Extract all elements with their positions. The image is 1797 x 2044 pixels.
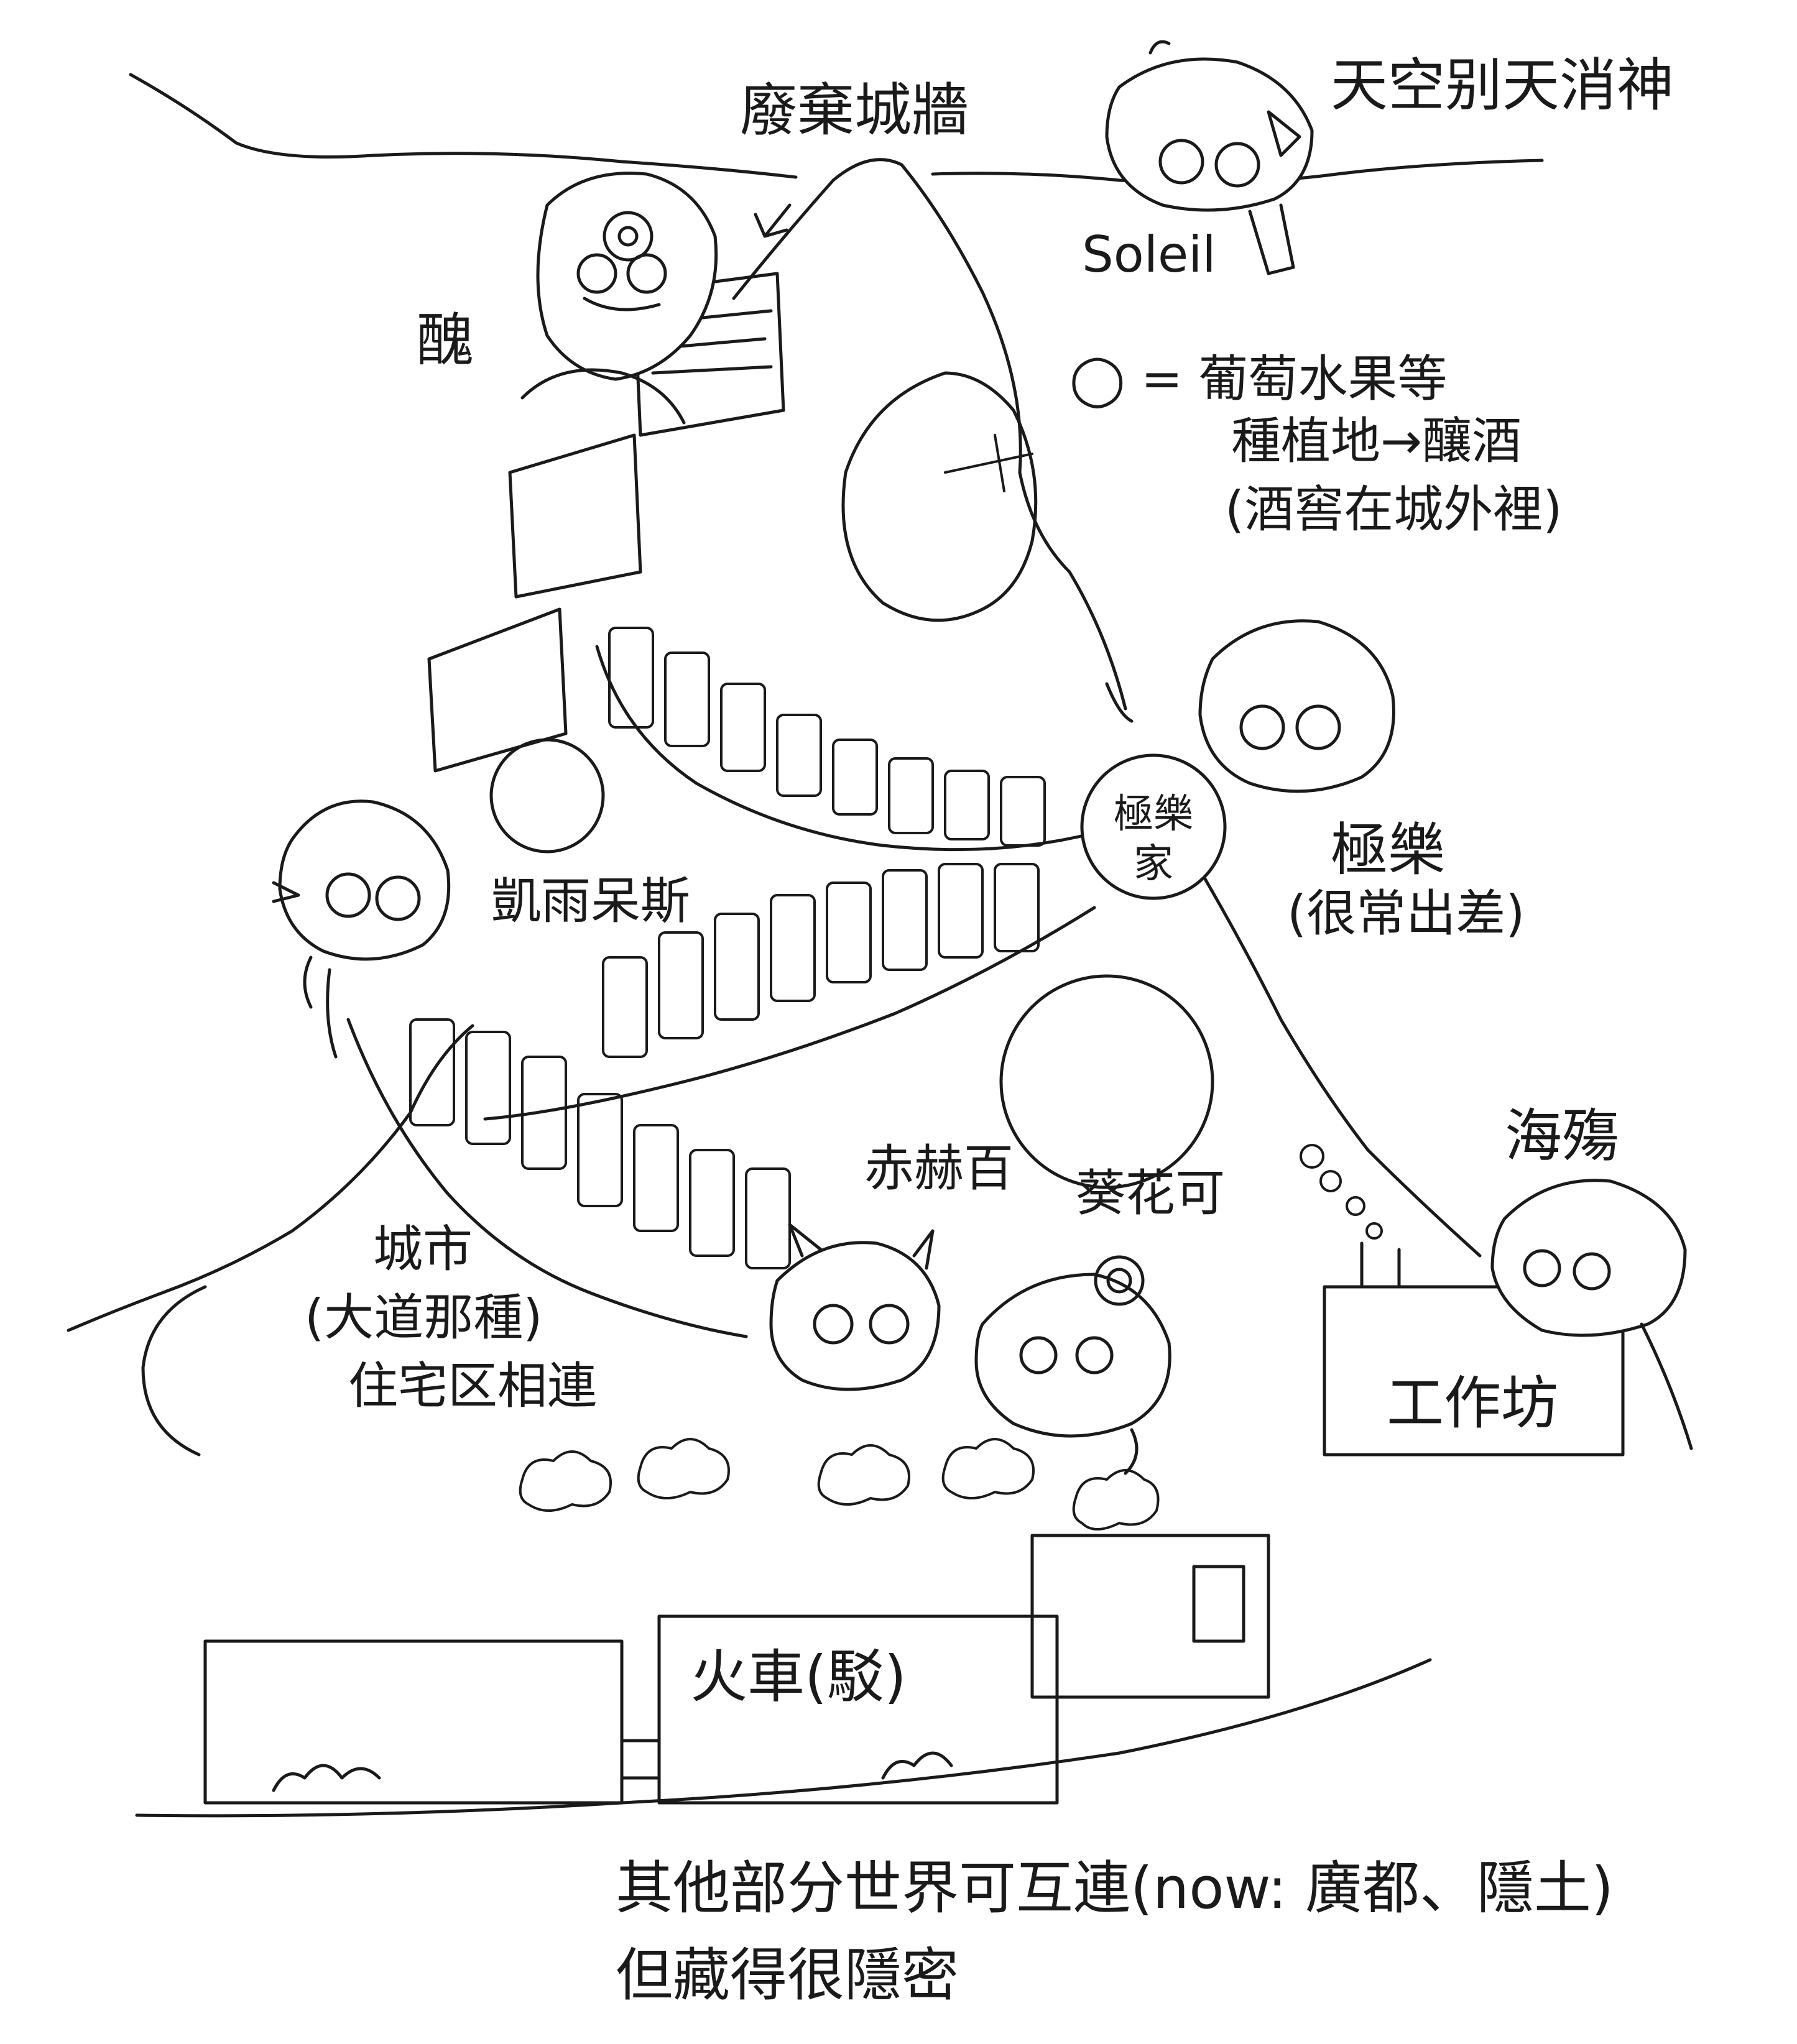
round-field-upper-mark bbox=[944, 434, 1033, 492]
character-haishang bbox=[1490, 1179, 1693, 1450]
character-kairais bbox=[272, 799, 451, 1009]
label-city-3: 住宅区相連 bbox=[348, 1357, 597, 1415]
character-kuihuaka bbox=[974, 1255, 1171, 1475]
peak-slope-right bbox=[1198, 868, 1482, 1258]
label-city-1: 城市 bbox=[373, 1220, 473, 1278]
stair-path-lower bbox=[346, 1018, 748, 1338]
character-jile bbox=[1198, 619, 1395, 793]
label-grape-note-1: ◯ = 葡萄水果等 bbox=[1069, 350, 1448, 408]
round-field-upper bbox=[841, 371, 1038, 622]
label-kuihuaka: 葵花可 bbox=[1076, 1164, 1225, 1222]
mountain-ridge-left bbox=[129, 73, 798, 179]
wall-blocks-row1 bbox=[608, 627, 1046, 847]
label-bottom-note-1: 其他部分世界可互連(now: 廣都、隱土) bbox=[616, 1855, 1614, 1922]
wall-blocks-row2 bbox=[602, 863, 1040, 1058]
central-peak bbox=[732, 158, 1127, 711]
jile-path bbox=[1105, 682, 1134, 723]
label-soleil: Soleil bbox=[1082, 226, 1216, 283]
cloud-puffs bbox=[519, 1438, 1160, 1531]
label-grape-note-2: 種植地→釀酒 bbox=[1231, 412, 1522, 470]
label-sky-god: 天空别天消神 bbox=[1331, 52, 1675, 119]
label-train: 火車(駁) bbox=[690, 1644, 907, 1710]
label-jile-house: 極樂 家 bbox=[1114, 791, 1193, 887]
label-jile-note: (很常出差) bbox=[1287, 885, 1525, 942]
label-abandoned-castle: 廢棄城牆 bbox=[740, 77, 969, 144]
smoke-puffs bbox=[1300, 1144, 1383, 1240]
label-bottom-note-2: 但藏得很隱密 bbox=[616, 1942, 959, 2009]
ground-line bbox=[135, 1658, 1432, 1818]
label-kairais: 凱雨呆斯 bbox=[491, 872, 690, 930]
label-workshop: 工作坊 bbox=[1387, 1370, 1559, 1437]
stair-path-mid bbox=[483, 906, 1096, 1121]
label-grape-note-3: (酒窖在城外裡) bbox=[1225, 481, 1563, 538]
workshop-chimney bbox=[1360, 1241, 1401, 1289]
stair-path-upper bbox=[595, 645, 1096, 852]
round-field-mid-left bbox=[489, 738, 605, 854]
label-haishang: 海殤 bbox=[1505, 1103, 1620, 1169]
abandoned-wall-slabs bbox=[427, 272, 785, 773]
wall-blocks-row3 bbox=[409, 1018, 791, 1269]
label-jile: 極樂 bbox=[1331, 817, 1446, 883]
jile-house-circle bbox=[1080, 753, 1227, 900]
label-red-character: 赤赫百 bbox=[864, 1139, 1014, 1197]
character-ugly bbox=[520, 172, 718, 425]
arrow-to-wall bbox=[754, 203, 792, 238]
character-red bbox=[769, 1223, 941, 1391]
round-field-right bbox=[999, 974, 1214, 1189]
peak-slope-left bbox=[67, 1024, 474, 1332]
character-sky-god bbox=[1105, 40, 1314, 275]
label-city-2: (大道那種) bbox=[305, 1289, 543, 1347]
label-ugly: 醜 bbox=[417, 307, 474, 374]
city-arc bbox=[141, 1285, 207, 1457]
train bbox=[203, 1534, 1270, 1805]
mountain-base-left bbox=[326, 968, 338, 1059]
